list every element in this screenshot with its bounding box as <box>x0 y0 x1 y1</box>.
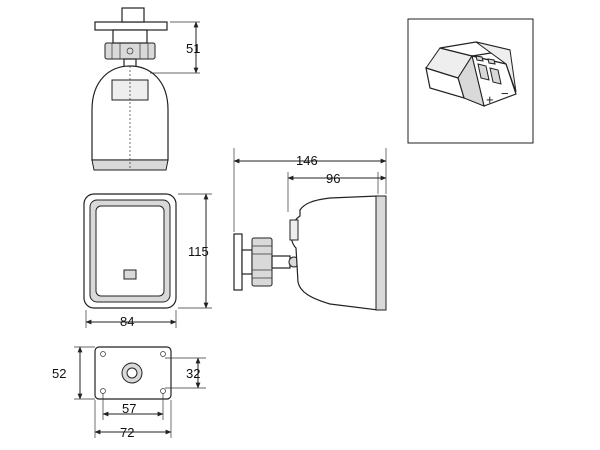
dim-side-body-depth: 96 <box>326 171 340 186</box>
top-swivel-nut <box>104 42 156 60</box>
front-logo-badge <box>123 269 137 280</box>
bracket-hole-tl <box>100 351 106 357</box>
terminal-minus-symbol: − <box>501 86 509 101</box>
terminal-slot-plus <box>477 63 490 81</box>
dim-front-height: 115 <box>188 244 209 259</box>
side-wall-plate <box>233 233 243 291</box>
side-arm <box>271 255 291 269</box>
dim-side-top-height: 51 <box>186 41 200 56</box>
side-speaker-body <box>290 195 379 311</box>
dim-bracket-hole-horizontal: 57 <box>122 401 136 416</box>
front-view: 115 84 <box>83 193 212 329</box>
dim-bracket-hole-vertical: 32 <box>186 366 200 381</box>
dim-bracket-height: 52 <box>52 366 66 381</box>
side-speaker-grille <box>375 195 387 311</box>
top-mount-plate <box>94 21 168 31</box>
side-swivel-nut <box>251 237 273 287</box>
top-speaker-grille <box>91 159 169 171</box>
top-mount-stem <box>121 7 145 23</box>
dim-front-width: 84 <box>120 314 134 329</box>
bracket-hole-tr <box>160 351 166 357</box>
terminal-detail: + − <box>407 18 534 144</box>
dim-side-total-depth: 146 <box>296 153 318 168</box>
dim-bracket-width: 72 <box>120 425 134 440</box>
bracket-view: 52 32 57 72 <box>52 346 206 440</box>
top-view: 51 <box>91 7 200 171</box>
front-grille <box>95 205 165 297</box>
top-screw-icon <box>126 47 134 55</box>
terminal-plus-symbol: + <box>486 92 494 107</box>
side-view: 146 96 <box>233 148 387 311</box>
terminal-slot-minus <box>489 67 502 85</box>
